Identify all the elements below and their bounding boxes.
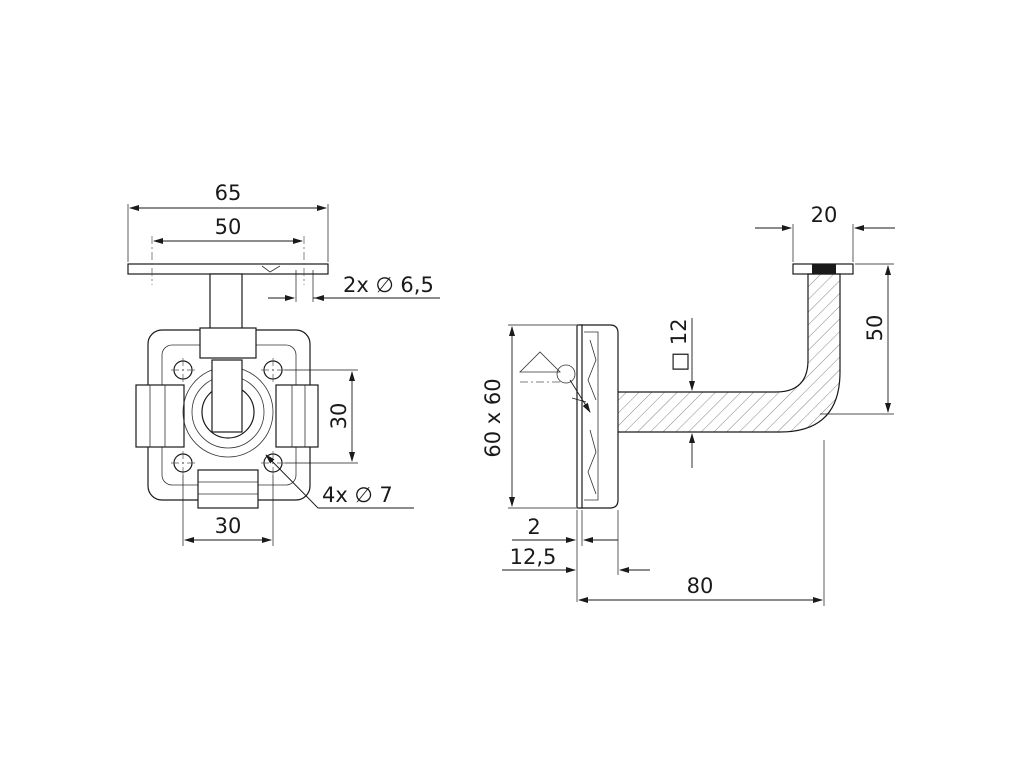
- front-view: 65 50 2x ∅ 6,5 30 4x ∅ 7 30: [127, 181, 440, 546]
- side-view: 20 50 □ 12 60 x 60 2 12,5 80: [481, 203, 895, 606]
- dim-height: 50: [863, 315, 887, 342]
- leader-4x7: [265, 454, 319, 509]
- top-plate-detail: [261, 265, 281, 273]
- clamp-bottom: [197, 469, 259, 509]
- dim-base-size: 60 x 60: [481, 378, 505, 457]
- dim-projection: 80: [687, 574, 714, 598]
- clamp-right: [275, 384, 319, 448]
- base-plate-side: [579, 324, 619, 509]
- top-plate: [127, 263, 329, 275]
- clamp-left: [135, 384, 185, 448]
- dim-base-holes: 4x ∅ 7: [322, 483, 393, 507]
- dim-plate-width: 65: [215, 181, 242, 205]
- dim-base-vertical-spacing: 30: [327, 403, 351, 430]
- weld-symbol: [519, 351, 561, 373]
- dim-bar-size: □ 12: [667, 318, 691, 371]
- clamp-top: [199, 327, 257, 359]
- dim-saddle-width: 20: [811, 203, 838, 227]
- dim-offset: 12,5: [510, 545, 557, 569]
- bent-bar: [595, 273, 841, 433]
- dim-thickness: 2: [527, 515, 540, 539]
- dim-hole-spacing: 50: [215, 215, 242, 239]
- dim-base-horizontal-spacing: 30: [215, 514, 242, 538]
- dim-plate-holes: 2x ∅ 6,5: [343, 273, 434, 297]
